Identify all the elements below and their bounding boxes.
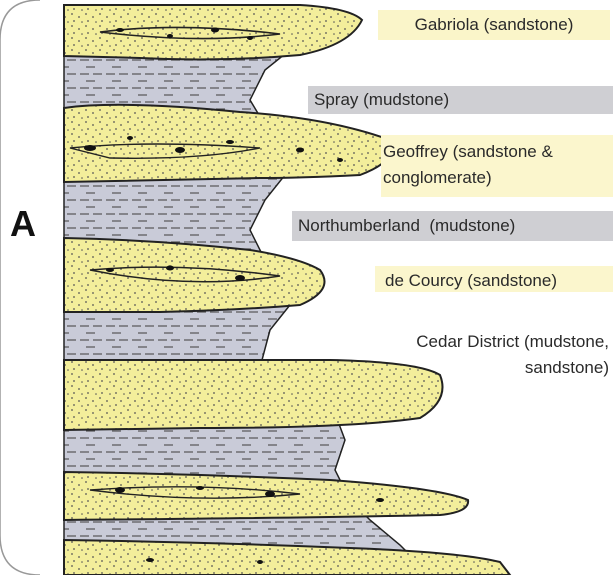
cedar-sandstone-layer-3 [64,540,510,575]
formation-label-cedar-district: Cedar District (mudstone, sandstone) [360,329,613,381]
formation-label-spray: Spray (mudstone) [308,86,613,114]
formation-label-geoffrey: Geoffrey (sandstone & conglomerate) [381,135,613,197]
formation-label-text-line2: sandstone) [360,355,609,381]
formation-label-decourcy: de Courcy (sandstone) [375,266,613,292]
panel-letter: A [10,203,36,245]
formation-label-text-line2: conglomerate) [383,165,613,191]
figure-frame [0,0,40,575]
formation-label-text: Northumberland (mudstone) [298,216,515,235]
formation-label-text: Gabriola (sandstone) [415,15,574,34]
formation-label-text: Geoffrey (sandstone & [383,139,613,165]
formation-label-text: Cedar District (mudstone, [360,329,609,355]
formation-label-text: Spray (mudstone) [314,90,449,109]
decourcy-sandstone-layer [64,238,325,312]
formation-label-northumberland: Northumberland (mudstone) [292,211,613,241]
formation-label-gabriola: Gabriola (sandstone) [378,10,610,40]
formation-label-text: de Courcy (sandstone) [385,271,557,290]
